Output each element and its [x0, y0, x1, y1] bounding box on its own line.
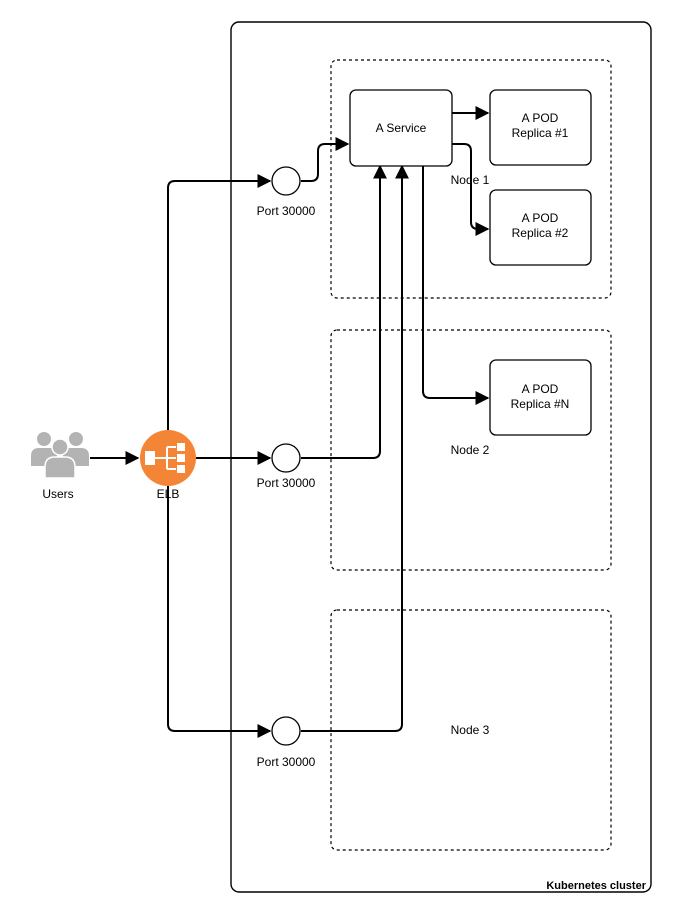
arrow-port-2-to-service [301, 164, 387, 459]
users-label: Users [42, 487, 73, 501]
arrow-elb-to-port-1 [167, 174, 272, 458]
arrow-port-1-to-service [301, 137, 350, 182]
connectors [90, 106, 490, 738]
pod-1-title: A POD [522, 111, 559, 125]
elb-label: ELB [157, 487, 180, 501]
node-2: Node 2 [330, 329, 612, 571]
arrow-service-to-pod-2 [452, 143, 490, 236]
pod-replica-2: A POD Replica #2 [489, 189, 592, 266]
users-group-icon: Users [31, 432, 89, 501]
arrow-port-3-to-service [301, 164, 409, 732]
port-node-1: Port 30000 [257, 166, 316, 218]
arrow-service-to-pod-n [422, 166, 490, 405]
pod-1-replica: Replica #1 [512, 126, 569, 140]
service-label: A Service [376, 121, 427, 135]
node-3-label: Node 3 [451, 723, 490, 737]
pod-2-replica: Replica #2 [512, 226, 569, 240]
pod-n-replica: Replica #N [511, 397, 570, 411]
load-balancer-icon: ELB [140, 430, 196, 501]
node-3: Node 3 [330, 609, 612, 851]
elb-symbol [145, 443, 185, 473]
pod-2-title: A POD [522, 211, 559, 225]
node-2-label: Node 2 [451, 443, 490, 457]
port-node-3: Port 30000 [257, 716, 316, 769]
port-1-label: Port 30000 [257, 204, 316, 218]
port-2-label: Port 30000 [257, 476, 316, 490]
arrow-elb-to-port-3 [167, 458, 272, 738]
pod-replica-1: A POD Replica #1 [489, 89, 592, 166]
pod-n-title: A POD [522, 382, 559, 396]
cluster-label: Kubernetes cluster [546, 880, 646, 892]
users-icon-shapes [31, 432, 89, 479]
port-node-2: Port 30000 [257, 443, 316, 490]
pod-replica-n: A POD Replica #N [489, 359, 592, 436]
service-box: A Service [349, 89, 453, 167]
port-3-label: Port 30000 [257, 755, 316, 769]
